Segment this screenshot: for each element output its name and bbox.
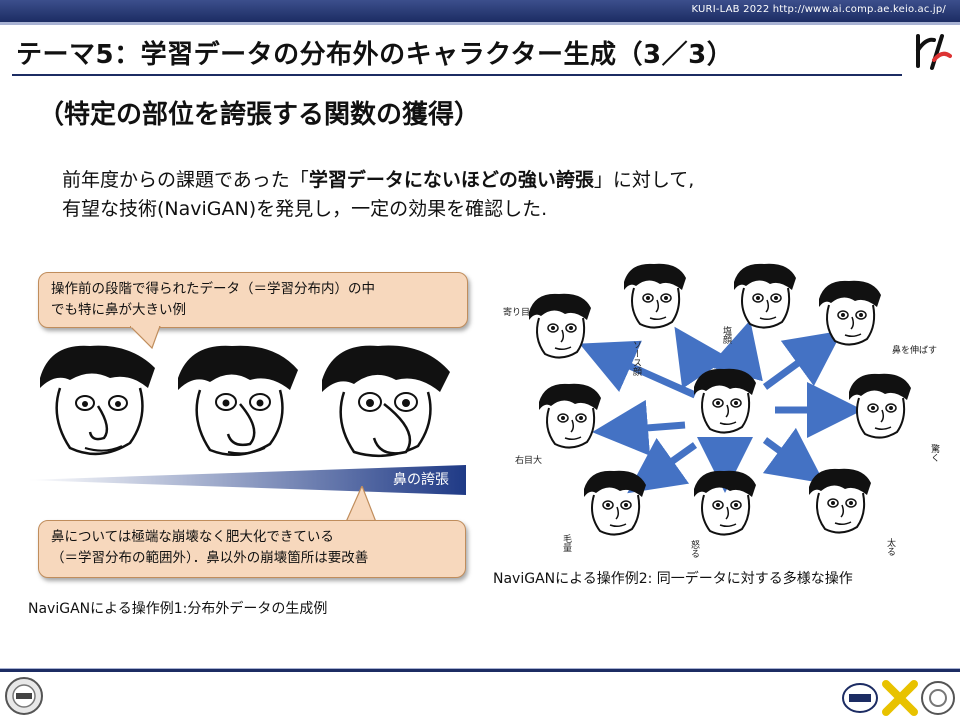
face-shio xyxy=(733,262,797,329)
callout-out-of-distribution: 鼻については極端な崩壊なく肥大化できている （＝学習分布の範囲外）．鼻以外の崩壊… xyxy=(38,520,466,578)
face-yorime xyxy=(528,292,592,359)
label-nose: 鼻を伸ばす xyxy=(892,346,938,356)
face-long-nose xyxy=(818,279,882,346)
callout-bottom-line-2: （＝学習分布の範囲外）．鼻以外の崩壊箇所は要改善 xyxy=(51,550,369,566)
callout-bottom-line-1: 鼻については極端な崩壊なく肥大化できている xyxy=(51,529,334,545)
description-line-2: 有望な技術(NaviGAN)を発見し，一定の効果を確認した. xyxy=(62,198,548,220)
callout-in-distribution: 操作前の段階で得られたデータ（＝学習分布内）の中 でも特に鼻が大きい例 xyxy=(38,272,468,328)
section-subtitle: （特定の部位を誇張する関数の獲得） xyxy=(38,100,481,130)
face-fat xyxy=(808,467,872,534)
label-yorime: 寄り目 xyxy=(503,308,531,318)
label-migime: 右目大 xyxy=(515,456,543,466)
callout-top-pointer xyxy=(130,326,161,350)
face-original xyxy=(693,367,757,434)
label-shio: 塩顔 xyxy=(721,326,731,344)
description-line-1: 前年度からの課題であった「学習データにないほどの強い誇張」に対して, xyxy=(62,166,694,195)
face-big-right-eye xyxy=(538,382,602,449)
label-odoroku: 驚く xyxy=(929,444,939,462)
bottom-divider xyxy=(0,668,960,672)
callout-bottom-pointer xyxy=(345,486,377,522)
jst-logo-icon xyxy=(842,683,878,713)
example2-caption: NaviGANによる操作例2: 同一データに対する多様な操作 xyxy=(493,571,853,587)
label-kedama: 毛量 xyxy=(561,534,571,552)
face-nose-medium xyxy=(178,345,298,456)
page-title: テーマ5：学習データの分布外のキャラクター生成（3／3） xyxy=(16,40,734,70)
title-divider xyxy=(12,74,902,76)
emblem-logo-icon xyxy=(921,681,955,715)
face-hair-volume xyxy=(583,469,647,536)
top-banner xyxy=(0,0,960,25)
nose-exaggeration-label: 鼻の誇張 xyxy=(393,472,449,488)
exaggeration-wedge xyxy=(26,465,466,495)
lab-url-text: KURI-LAB 2022 http://www.ai.comp.ae.keio… xyxy=(691,4,946,15)
face-nose-large xyxy=(322,345,450,458)
face-sauce xyxy=(623,262,687,329)
description-text: 前年度からの課題であった「学習データにないほどの強い誇張」に対して, 有望な技術… xyxy=(62,166,694,224)
example1-caption: NaviGANによる操作例1:分布外データの生成例 xyxy=(28,601,328,617)
face-angry xyxy=(693,469,757,536)
face-nose-small xyxy=(40,345,155,456)
callout-top-line-1: 操作前の段階で得られたデータ（＝学習分布内）の中 xyxy=(51,281,375,297)
face-surprised xyxy=(848,372,912,439)
manipulation-diagram xyxy=(528,262,912,536)
university-seal-icon xyxy=(5,677,43,715)
label-okoru: 怒る xyxy=(689,540,699,558)
callout-top-line-2: でも特に鼻が大きい例 xyxy=(51,302,186,318)
desc-line1-pre: 前年度からの課題であった「 xyxy=(62,169,309,191)
desc-line1-post: 」に対して, xyxy=(593,169,695,191)
lab-logo-icon xyxy=(912,30,952,72)
label-sauce: ソース顔 xyxy=(631,340,641,376)
label-futoru: 太る xyxy=(885,538,895,556)
cross-logo-icon xyxy=(882,680,918,716)
desc-line1-bold: 学習データにないほどの強い誇張 xyxy=(308,169,594,191)
